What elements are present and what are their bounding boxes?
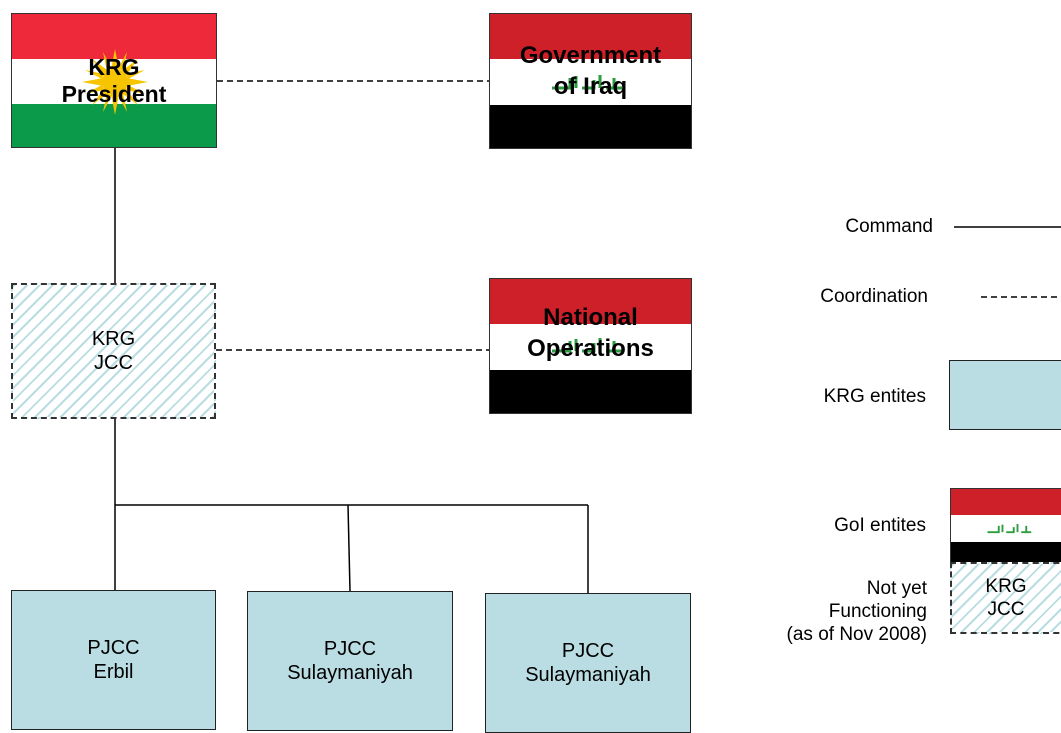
legend-sample-label: KRG JCC bbox=[985, 576, 1027, 620]
node-pjcc-sulaymaniyah-2: PJCC Sulaymaniyah bbox=[485, 593, 691, 733]
flag-stripe-red bbox=[490, 279, 691, 324]
legend-krg-entity-swatch bbox=[949, 360, 1061, 430]
flag-stripe-white bbox=[490, 59, 691, 105]
flag-stripe-black bbox=[490, 370, 691, 413]
sun-emblem-icon bbox=[82, 49, 148, 115]
flag-stripe-green bbox=[12, 104, 216, 147]
flag-stripe-red bbox=[951, 489, 1061, 515]
takbir-script-icon bbox=[552, 75, 622, 90]
node-label: National Operations Center bbox=[527, 303, 654, 393]
node-krg-jcc: KRG JCC bbox=[11, 283, 216, 419]
flag-stripe-black bbox=[490, 105, 691, 148]
node-label: KRG JCC bbox=[91, 328, 136, 374]
legend-goi-flag-swatch bbox=[950, 488, 1061, 567]
flag-stripe-red bbox=[490, 14, 691, 59]
node-government-of-iraq: Government of Iraq bbox=[489, 13, 692, 149]
flag-stripe-red bbox=[12, 14, 216, 59]
node-national-operations-center: National Operations Center bbox=[489, 278, 692, 414]
node-label: PJCC Erbil bbox=[87, 637, 140, 683]
node-pjcc-erbil: PJCC Erbil bbox=[11, 590, 216, 730]
node-krg-president: KRG President bbox=[11, 13, 217, 148]
node-pjcc-sulaymaniyah-1: PJCC Sulaymaniyah bbox=[247, 591, 453, 731]
flag-stripe-white bbox=[490, 324, 691, 370]
takbir-script-icon bbox=[552, 338, 622, 353]
legend-goi-entities-label: GoI entites bbox=[834, 515, 926, 536]
legend-krg-entities-label: KRG entites bbox=[823, 386, 926, 407]
flag-stripe-white bbox=[951, 515, 1061, 542]
legend-command-label: Command bbox=[845, 216, 933, 237]
edge-to-pjcc-sulay-1 bbox=[347, 504, 351, 592]
node-label: PJCC Sulaymaniyah bbox=[525, 640, 651, 686]
node-label: KRG President bbox=[61, 53, 167, 107]
takbir-script-icon bbox=[987, 524, 1032, 534]
legend-not-functioning-swatch: KRG JCC bbox=[950, 562, 1061, 634]
legend-coordination-label: Coordination bbox=[820, 286, 928, 307]
node-label: Government of Iraq bbox=[519, 42, 662, 100]
node-label: PJCC Sulaymaniyah bbox=[287, 638, 413, 684]
legend-not-functioning-label: Not yet Functioning (as of Nov 2008) bbox=[786, 578, 927, 645]
